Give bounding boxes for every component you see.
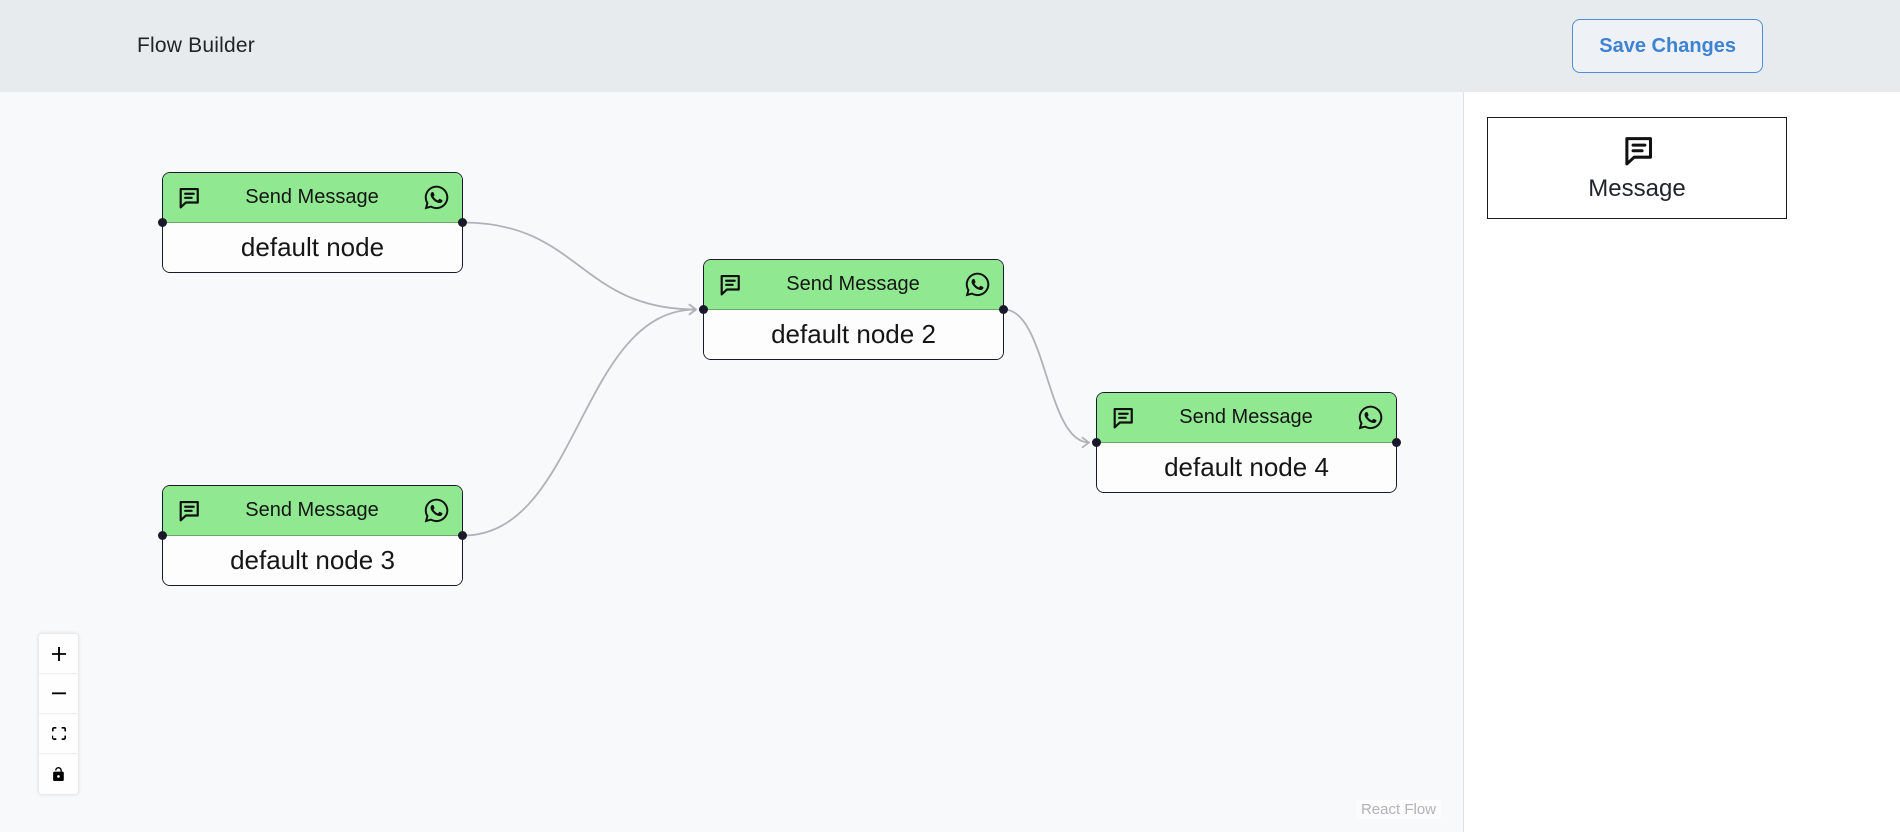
fit-view-button[interactable] xyxy=(39,714,78,754)
unlock-icon xyxy=(53,767,64,781)
palette-item-message[interactable]: Message xyxy=(1487,117,1787,219)
flow-node-default-node-4[interactable]: Send Message default node 4 xyxy=(1092,392,1401,493)
whatsapp-icon xyxy=(423,184,450,211)
reactflow-attribution[interactable]: React Flow xyxy=(1355,800,1441,819)
source-handle[interactable] xyxy=(999,305,1008,314)
node-palette-sidebar: Message xyxy=(1463,92,1900,832)
message-icon xyxy=(175,185,201,211)
message-icon xyxy=(716,272,742,298)
flow-edge-3-2[interactable] xyxy=(462,303,697,537)
node-label: default node 4 xyxy=(1164,452,1329,482)
fit-view-icon xyxy=(51,726,66,740)
flow-edge-2-4[interactable] xyxy=(1003,308,1090,449)
source-handle[interactable] xyxy=(458,531,467,540)
zoom-in-button[interactable] xyxy=(39,634,78,674)
flow-node-default-node-2[interactable]: Send Message default node 2 xyxy=(699,259,1008,360)
flow-canvas[interactable]: Send Message default node Send Message d… xyxy=(0,92,1463,832)
node-header: Send Message xyxy=(163,173,462,223)
main-area: Send Message default node Send Message d… xyxy=(0,92,1900,832)
target-handle[interactable] xyxy=(699,305,708,314)
node-body: default node 3 xyxy=(163,536,462,585)
node-header-label: Send Message xyxy=(1179,406,1313,428)
toggle-interactivity-button[interactable] xyxy=(39,754,78,794)
target-handle[interactable] xyxy=(1092,438,1101,447)
whatsapp-icon xyxy=(1357,404,1384,431)
flow-node-default-node-3[interactable]: Send Message default node 3 xyxy=(158,485,467,586)
minus-icon xyxy=(51,691,66,696)
page-title: Flow Builder xyxy=(137,34,255,57)
message-icon xyxy=(175,498,201,524)
source-handle[interactable] xyxy=(458,218,467,227)
edges-layer xyxy=(462,221,1090,537)
node-body: default node 2 xyxy=(704,310,1003,359)
node-label: default node xyxy=(240,232,385,262)
node-label: default node 2 xyxy=(771,319,936,349)
node-header: Send Message xyxy=(1097,393,1396,443)
node-header-label: Send Message xyxy=(245,186,379,208)
node-header: Send Message xyxy=(704,260,1003,310)
flow-node-default-node[interactable]: Send Message default node xyxy=(158,172,467,273)
target-handle[interactable] xyxy=(158,531,167,540)
palette-item-label: Message xyxy=(1588,175,1686,202)
node-header-label: Send Message xyxy=(245,499,379,521)
node-body: default node 4 xyxy=(1097,443,1396,492)
node-header: Send Message xyxy=(163,486,462,536)
save-changes-button[interactable]: Save Changes xyxy=(1572,19,1763,73)
node-body: default node xyxy=(163,223,462,272)
zoom-out-button[interactable] xyxy=(39,674,78,714)
node-header-label: Send Message xyxy=(786,273,920,295)
source-handle[interactable] xyxy=(1392,438,1401,447)
whatsapp-icon xyxy=(964,271,991,298)
whatsapp-icon xyxy=(423,497,450,524)
flow-controls xyxy=(39,634,78,794)
target-handle[interactable] xyxy=(158,218,167,227)
message-icon xyxy=(1109,405,1135,431)
flow-edge-1-2[interactable] xyxy=(462,221,697,316)
plus-icon xyxy=(51,646,66,661)
app-header: Flow Builder Save Changes xyxy=(0,0,1900,92)
node-label: default node 3 xyxy=(230,545,395,575)
message-icon xyxy=(1619,133,1655,169)
